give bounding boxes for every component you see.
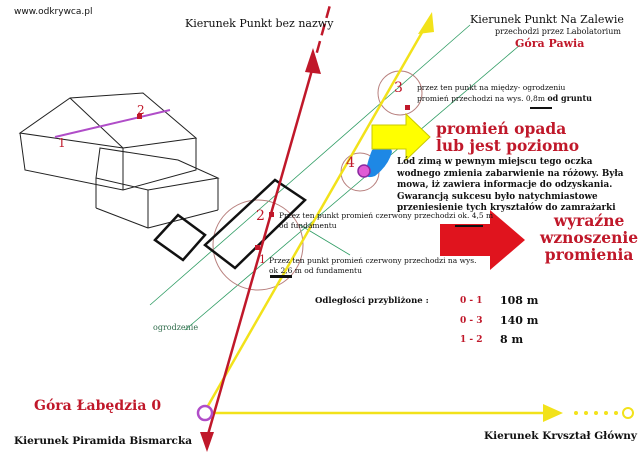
point-1-note: Przez ten punkt promień czerwony przecho… <box>269 256 477 276</box>
yellow-horizontal-arrowhead <box>543 404 563 422</box>
red-ray-arrowhead <box>305 48 321 74</box>
distance-row-value: 108 m <box>500 294 539 307</box>
crystal-endpoint <box>622 407 634 419</box>
point-3-note-value: 0,8m <box>525 94 545 103</box>
rises-label: wyraźne wznoszenie promienia <box>540 212 638 263</box>
fence-label: ogrodzenie <box>153 323 199 332</box>
distance-row-value: 8 m <box>500 333 524 346</box>
point-3-note-line1: przez ten punkt na między- ogrodzeniu <box>417 83 566 92</box>
piramida-direction-label: Kierunek Piramida Bismarcka <box>14 435 193 447</box>
falls-label-line2: lub jest poziomo <box>436 136 580 155</box>
water-pond <box>365 145 392 178</box>
zalewie-sub-label: przechodzi przez Labolatorium <box>495 27 621 36</box>
distances-title: Odległości przybliżone : <box>315 296 429 306</box>
point-4-number: 4 <box>346 155 355 171</box>
watermark: www.odkrywca.pl <box>14 7 93 17</box>
point-2-note-value: 4,5 m <box>471 211 494 220</box>
gora-pawia-label: Góra Pawia <box>515 37 585 50</box>
falls-label: promień opada lub jest poziomo <box>436 120 579 154</box>
point-4-marker <box>357 164 371 178</box>
zalewie-direction-label: Kierunek Punkt Na Zalewie <box>470 13 624 26</box>
point-2-note: Przez ten punkt promień czerwony przecho… <box>279 211 493 231</box>
krysztal-direction-label: Kierunek Krvształ Główny <box>484 430 637 442</box>
point-1-note-line1: Przez ten punkt promień czerwony przecho… <box>269 256 477 265</box>
building-outlines <box>153 178 307 270</box>
falls-label-line1: promień opada <box>436 119 567 138</box>
red-down-arrowhead <box>200 432 214 452</box>
point-3-note-line2: promień przechodzi na wys. <box>417 94 524 103</box>
point-1-note-value: ok 2,6 m <box>269 266 302 275</box>
house-wireframe <box>18 92 220 229</box>
roof-point-2-number: 2 <box>137 103 145 117</box>
unnamed-direction-label: Kierunek Punkt bez nazwy <box>185 17 334 30</box>
yellow-dots <box>574 411 618 415</box>
point-markers <box>255 105 410 250</box>
yellow-ray-line <box>203 21 430 412</box>
distance-row-value: 140 m <box>500 314 539 327</box>
point-2-number: 2 <box>256 208 265 224</box>
yellow-big-arrow <box>371 112 431 162</box>
point-2-note-line2: od fundamentu <box>279 221 337 230</box>
rises-label-line3: promienia <box>544 245 634 264</box>
red-ray-line <box>205 69 314 439</box>
distance-row-label: 0 - 3 <box>460 316 483 326</box>
rises-label-line1: wyraźne <box>553 211 625 230</box>
point-3-note-tail: od gruntu <box>547 93 592 103</box>
gora-labedzia-label: Góra Łabędzia 0 <box>34 398 162 414</box>
value-underlines <box>270 107 552 278</box>
point-1-number: 1 <box>259 253 266 266</box>
point-2-note-line1: Przez ten punkt promień czerwony przecho… <box>279 211 470 220</box>
roof-point-1-number: 1 <box>58 136 66 150</box>
point-1-note-tail: od fundamentu <box>304 266 362 275</box>
point-3-number: 3 <box>394 80 403 96</box>
point-3-note: przez ten punkt na między- ogrodzeniu pr… <box>417 83 592 104</box>
distance-row-label: 1 - 2 <box>460 335 483 345</box>
yellow-ray-arrowhead <box>418 12 434 34</box>
distance-row-label: 0 - 1 <box>460 296 483 306</box>
roof-ray-line <box>54 109 171 138</box>
ice-note: Lód zimą w pewnym miejscu tego oczka wod… <box>397 157 624 213</box>
rises-label-line2: wznoszenie <box>540 228 639 247</box>
roof-point-marker <box>137 114 142 119</box>
gora-labedzia-marker <box>196 404 214 422</box>
